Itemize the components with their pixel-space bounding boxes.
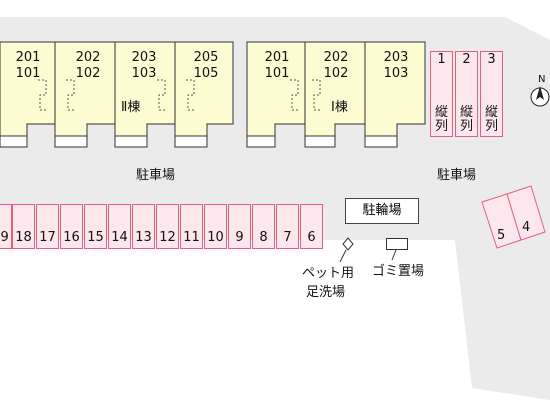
- parking-label-right: 駐車場: [437, 168, 477, 183]
- parking-slot-6: 6: [300, 204, 323, 249]
- parking-slot-18: 18: [12, 204, 35, 249]
- building-1-outline: [246, 41, 426, 137]
- pet-wash-marker: [342, 237, 354, 251]
- building-1-name: Ⅰ棟: [331, 100, 348, 115]
- parking-slot-10: 10: [204, 204, 227, 249]
- pet-wash-label-2: 足洗場: [306, 285, 346, 300]
- parking-slot-12: 12: [156, 204, 179, 249]
- parking-slot-11: 11: [180, 204, 203, 249]
- parking-slot-13: 13: [132, 204, 155, 249]
- parking-slot-8: 8: [252, 204, 275, 249]
- parking-slot-1: 1 縦列: [430, 51, 453, 137]
- parking-slot-9: 9: [228, 204, 251, 249]
- parking-slot-7: 7: [276, 204, 299, 249]
- compass-label: N: [538, 74, 546, 85]
- parking-slot-15: 15: [84, 204, 107, 249]
- pet-wash-label-1: ペット用: [302, 266, 355, 281]
- building-2-name: Ⅱ棟: [121, 100, 141, 115]
- parking-slot-17: 17: [36, 204, 59, 249]
- parking-slot-5: 5: [497, 228, 506, 243]
- parking-slot-19: 19: [0, 204, 12, 249]
- parking-slot-16: 16: [60, 204, 83, 249]
- garbage-box: [386, 238, 408, 250]
- parking-slot-4: 4: [522, 220, 531, 235]
- bike-parking: 駐輪場: [345, 198, 419, 224]
- parking-slot-3: 3 縦列: [480, 51, 503, 137]
- parking-label-left: 駐車場: [136, 168, 176, 183]
- parking-slot-2: 2 縦列: [455, 51, 478, 137]
- road-left: [0, 250, 455, 400]
- slot-4-shape: [506, 185, 546, 241]
- parking-slot-14: 14: [108, 204, 131, 249]
- garbage-label: ゴミ置場: [372, 264, 425, 279]
